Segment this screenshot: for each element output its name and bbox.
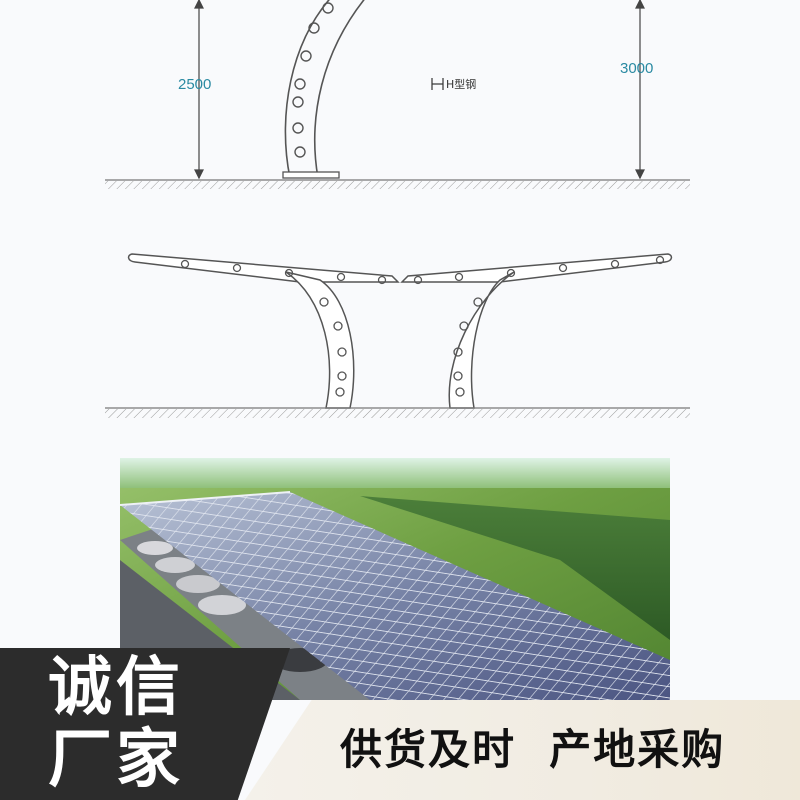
front-bolt-holes	[180, 255, 665, 397]
side-view-drawing	[105, 0, 690, 189]
dimension-3000-label: 3000	[620, 60, 654, 77]
arch-bolt-holes	[292, 2, 334, 158]
banner-right-text: 供货及时 产地采购	[340, 725, 726, 774]
arch-support-inner	[313, 0, 365, 179]
left-curved-leg	[285, 271, 355, 409]
dimension-left	[194, 0, 204, 180]
h-beam-text: H型钢	[446, 78, 477, 91]
dimension-right	[635, 0, 645, 180]
banner-right-panel	[245, 700, 800, 800]
front-view-drawing	[105, 253, 690, 418]
base-plate	[282, 171, 340, 179]
h-beam-icon	[431, 78, 444, 90]
h-beam-label: H型钢	[430, 76, 476, 92]
arch-support-outer	[284, 0, 330, 179]
canopy-left-wing	[127, 253, 400, 283]
banner-left-panel	[0, 648, 290, 800]
canopy-right-wing	[400, 253, 673, 283]
banner-left-text: 诚信厂家	[48, 651, 184, 797]
ground-hatch-bottom	[105, 409, 690, 418]
dimension-2500-label: 2500	[178, 76, 212, 93]
ground-hatch-top	[105, 181, 690, 189]
